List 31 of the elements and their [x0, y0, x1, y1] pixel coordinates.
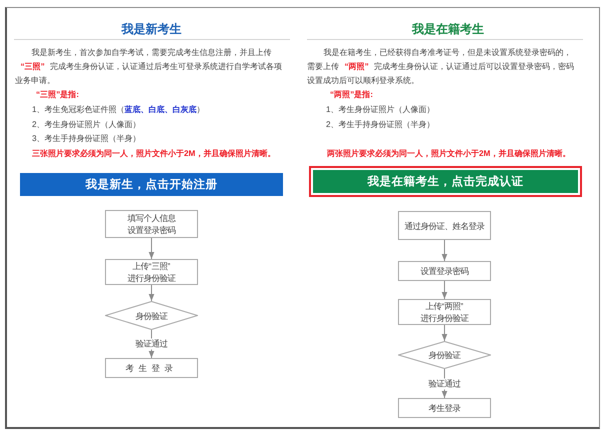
- arrow: [442, 324, 448, 342]
- process-box: 考生登录: [105, 358, 198, 378]
- process-box: 通过身份证、姓名登录: [398, 211, 491, 240]
- decision-diamond: 身份验证: [105, 301, 198, 330]
- paragraph: 我是新考生，首次参加自学考试，需要完成考生信息注册，并且上传“三照”完成考生身份认证，认证通过后考生可登录系统进行自学考试各项业务申请。: [15, 47, 284, 87]
- edge-label: 验证通过: [428, 378, 462, 389]
- heading: 我是在籍考生: [410, 21, 485, 37]
- process-box: 考生登录: [398, 398, 491, 418]
- list-item: 3、考生手持身份证照（半身）: [32, 133, 141, 145]
- paragraph: 我是在籍考生，已经获得自考准考证号，但是未设置系统登录密码的，需要上传“两照”完成考生身份认证，认证通过后可以设置登录密码，密码设置成功后可以顺利登录系统。: [307, 47, 576, 87]
- list-item: 1、考生身份证照片（人像面）: [326, 104, 435, 116]
- list-item: 2、考生手持身份证照（半身）: [326, 119, 435, 131]
- list-item: 1、考生免冠彩色证件照（蓝底、白底、白灰底）: [32, 104, 205, 116]
- heading: 我是新考生: [120, 21, 182, 37]
- action-button: 我是新生，点击开始注册: [20, 173, 283, 196]
- subheading: “两照”是指:: [330, 89, 373, 101]
- process-box: 填写个人信息设置登录密码: [105, 210, 198, 238]
- arrow: [442, 240, 448, 262]
- list-item: 2、考生身份证照片（人像面）: [32, 119, 141, 131]
- decision-diamond: 身份验证: [398, 341, 491, 369]
- action-button: 我是在籍考生，点击完成认证: [309, 166, 582, 197]
- note-text: 三张照片要求必须为同一人，照片文件小于2M，并且确保照片清晰。: [32, 148, 276, 160]
- process-box: 上传“三照”进行身份验证: [105, 259, 198, 285]
- note-text: 两张照片要求必须为同一人，照片文件小于2M，并且确保照片清晰。: [327, 148, 570, 160]
- arrow: [148, 284, 154, 302]
- arrow: [148, 238, 154, 260]
- process-box: 设置登录密码: [398, 261, 491, 281]
- edge-label: 验证通过: [134, 338, 168, 350]
- subheading: “三照”是指:: [36, 89, 79, 101]
- process-box: 上传“两照”进行身份验证: [398, 299, 491, 325]
- arrow: [442, 280, 448, 300]
